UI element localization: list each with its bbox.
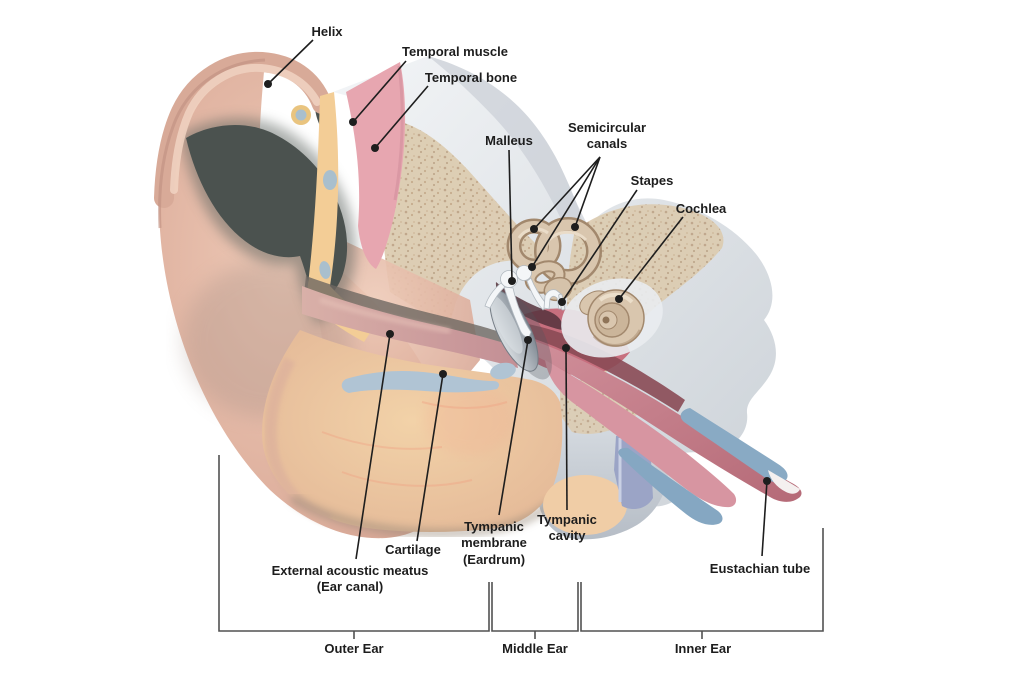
label-semicircular-canals: Semicircular canals [568,120,646,153]
leader-cochlea [615,216,684,303]
cochlea-structure [579,289,645,347]
leader-ear-canal [355,330,394,560]
label-line: Tympanic [464,519,524,534]
label-line: canals [586,136,628,152]
label-temporal-bone: Temporal bone [424,70,518,85]
label-line: Semicircular [567,120,647,135]
label-temporal-muscle: Temporal muscle [402,44,508,59]
label-middle-ear: Middle Ear [502,641,568,656]
fat-layer [306,92,376,342]
cartilage-strip [341,371,500,393]
label-malleus: Malleus [485,133,533,148]
label-inner-ear: Inner Ear [674,641,732,656]
leader-eustachian-tube [761,477,771,557]
outer-ear-bracket [218,455,490,639]
label-line: External acoustic meatus [271,563,429,578]
leader-malleus [508,149,516,285]
leader-semicircular-canals [528,156,601,271]
label-line: (Eardrum) [462,551,526,567]
ear-canal [302,276,518,368]
incus-body [516,265,532,281]
cartilage-small [490,362,516,380]
label-helix: Helix [311,24,343,39]
leader-cartilage [416,370,447,542]
label-stapes: Stapes [630,173,674,188]
label-tympanic-cavity: Tympanic cavity [537,512,597,545]
concha-dark [186,124,348,308]
label-cochlea: Cochlea [675,201,727,216]
label-line: cavity [548,528,586,544]
label-external-acoustic-meatus: External acoustic meatus (Ear canal) [272,563,429,596]
canal-floor-skin [262,330,653,538]
label-eustachian-tube: Eustachian tube [709,561,811,576]
leader-temporal-muscle [349,60,407,126]
leader-tympanic-cavity [562,344,570,511]
inner-ear-bracket [580,528,824,639]
label-outer-ear: Outer Ear [324,641,384,656]
label-cartilage: Cartilage [385,542,441,557]
crus-cartilage-dot [295,109,307,121]
middle-ear-bracket [491,582,579,639]
eustachian-tube-region [516,336,802,525]
leader-temporal-bone [371,85,429,152]
label-line: (Ear canal) [316,579,384,595]
region-brackets [218,455,824,639]
leader-lines [264,39,771,560]
label-line: Tympanic [537,512,597,527]
label-tympanic-membrane: Tympanic membrane (Eardrum) [461,519,527,568]
leader-stapes [558,189,638,306]
leader-helix [264,39,314,88]
label-line: membrane [461,535,527,551]
leader-tympanic-membrane [498,336,532,516]
